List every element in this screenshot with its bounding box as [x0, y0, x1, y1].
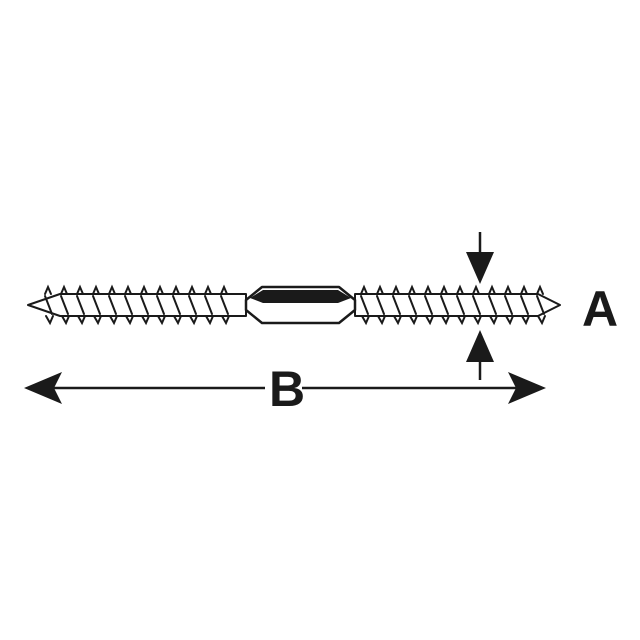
thread-crest: [360, 284, 370, 326]
thread-crest: [408, 284, 418, 326]
dimension-b-arrow: [24, 372, 546, 404]
thread-crest: [504, 284, 514, 326]
thread-crest: [392, 284, 402, 326]
thread-crest: [440, 284, 450, 326]
thread-crest: [424, 284, 434, 326]
thread-crest: [536, 284, 546, 326]
thread-crest: [108, 284, 118, 326]
dimension-arrow-icon: [24, 372, 62, 404]
right-threaded-shaft: [354, 293, 561, 317]
thread-crest: [44, 284, 54, 326]
dimension-a-label: A: [582, 281, 618, 337]
dimension-b-label: B: [269, 361, 305, 417]
thread-crest: [376, 284, 386, 326]
thread-crest: [60, 284, 70, 326]
dimension-arrow-icon: [466, 330, 494, 362]
dimension-arrow-icon: [508, 372, 546, 404]
thread-crest: [188, 284, 198, 326]
thread-crests: [44, 284, 546, 326]
center-collar: [244, 285, 357, 325]
thread-crest: [140, 284, 150, 326]
thread-crest: [92, 284, 102, 326]
dimension-a-arrows: [466, 232, 494, 380]
thread-crest: [156, 284, 166, 326]
dimension-arrow-icon: [466, 252, 494, 284]
thread-crest: [220, 284, 230, 326]
thread-crest: [456, 284, 466, 326]
thread-crest: [76, 284, 86, 326]
thread-crest: [472, 284, 482, 326]
thread-crest: [124, 284, 134, 326]
thread-crest: [204, 284, 214, 326]
thread-crest: [488, 284, 498, 326]
thread-crest: [172, 284, 182, 326]
thread-crest: [520, 284, 530, 326]
